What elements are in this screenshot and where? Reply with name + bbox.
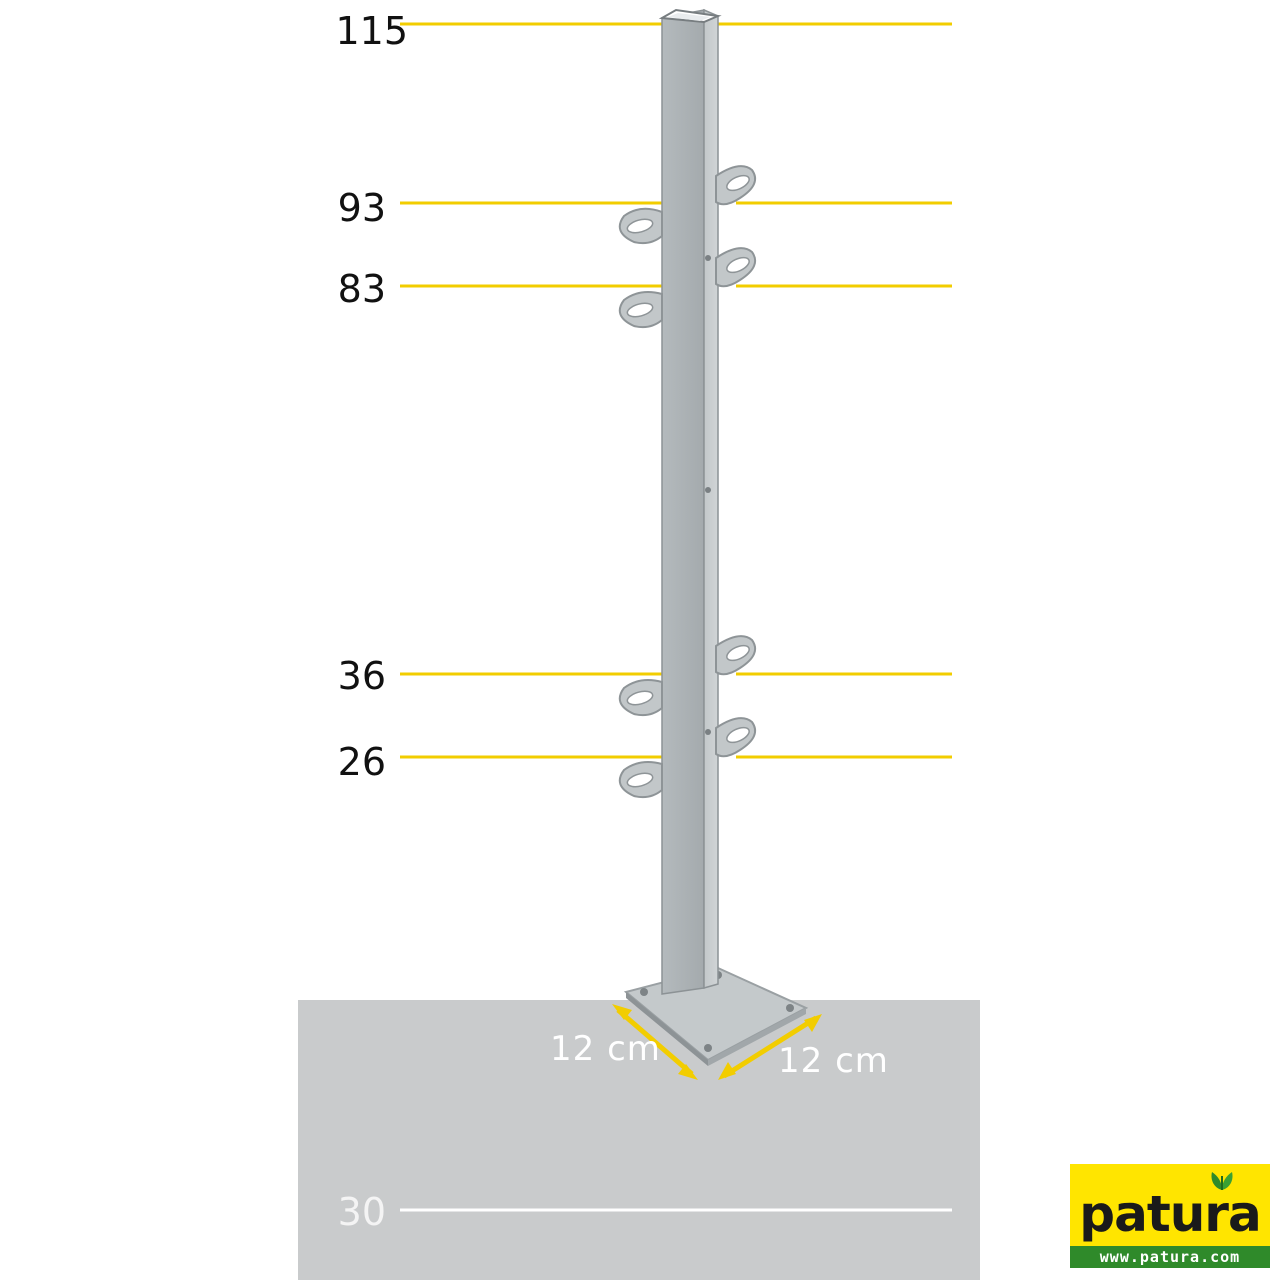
height-label-83: 83 (337, 267, 386, 311)
lug (715, 247, 756, 288)
patura-logo: patura www.patura.com (1070, 1164, 1270, 1268)
lug (715, 717, 756, 758)
lug (715, 165, 756, 206)
plate-width-label: 12 cm (778, 1041, 889, 1081)
depth-label-30: 30 (337, 1190, 386, 1234)
depth-arrow (616, 1008, 694, 1076)
lug (618, 761, 663, 799)
height-label-26: 26 (337, 740, 386, 784)
height-label-115: 115 (335, 9, 408, 53)
brand-name: patura (1079, 1185, 1261, 1243)
lug (618, 207, 663, 245)
height-label-36: 36 (337, 654, 386, 698)
square-post (658, 8, 722, 995)
lug (715, 635, 756, 676)
brand-url: www.patura.com (1070, 1246, 1270, 1268)
width-arrow (722, 1015, 818, 1079)
insulator-lugs (618, 165, 756, 799)
lug (618, 679, 663, 717)
leaf-icon (1211, 1172, 1233, 1190)
height-label-93: 93 (337, 186, 386, 230)
plate-depth-label: 12 cm (550, 1029, 661, 1069)
lug (618, 291, 663, 329)
concrete-ground (298, 1000, 980, 1280)
plate-dimension-arrows (612, 1004, 822, 1080)
wire-lines (400, 22, 952, 759)
